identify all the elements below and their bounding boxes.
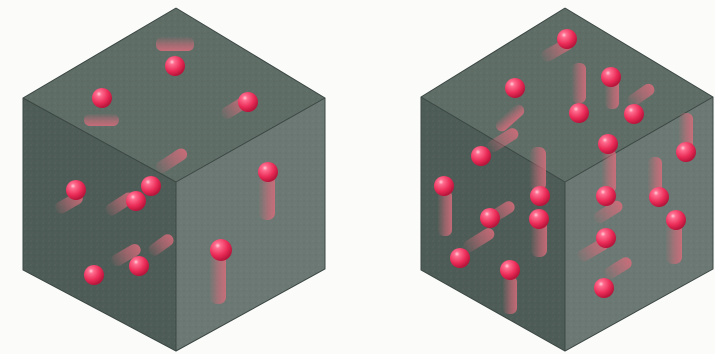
- particle-group: [676, 113, 696, 162]
- particle-group: [529, 209, 549, 257]
- particle: [141, 176, 161, 196]
- particle: [666, 210, 686, 230]
- particle: [500, 260, 520, 280]
- particle: [649, 187, 669, 207]
- particle-group: [569, 63, 589, 123]
- particle: [530, 186, 550, 206]
- particle: [480, 208, 500, 228]
- particle: [129, 256, 149, 276]
- particle: [596, 186, 616, 206]
- particle: [529, 209, 549, 229]
- particle: [84, 265, 104, 285]
- particle: [676, 142, 696, 162]
- particle-group: [500, 260, 520, 314]
- particle: [210, 239, 232, 261]
- particle: [569, 103, 589, 123]
- particle: [505, 78, 525, 98]
- particle: [624, 104, 644, 124]
- particle: [601, 67, 621, 87]
- particle: [594, 278, 614, 298]
- particle: [471, 146, 491, 166]
- particle: [165, 56, 185, 76]
- particle: [596, 228, 616, 248]
- right-cube: [421, 8, 713, 351]
- particle: [557, 29, 577, 49]
- particle: [238, 92, 258, 112]
- particle: [434, 176, 454, 196]
- particle: [450, 248, 470, 268]
- particle-group: [258, 162, 278, 220]
- particle: [126, 191, 146, 211]
- particle: [598, 134, 618, 154]
- particle: [66, 180, 86, 200]
- particle: [258, 162, 278, 182]
- particle: [92, 88, 112, 108]
